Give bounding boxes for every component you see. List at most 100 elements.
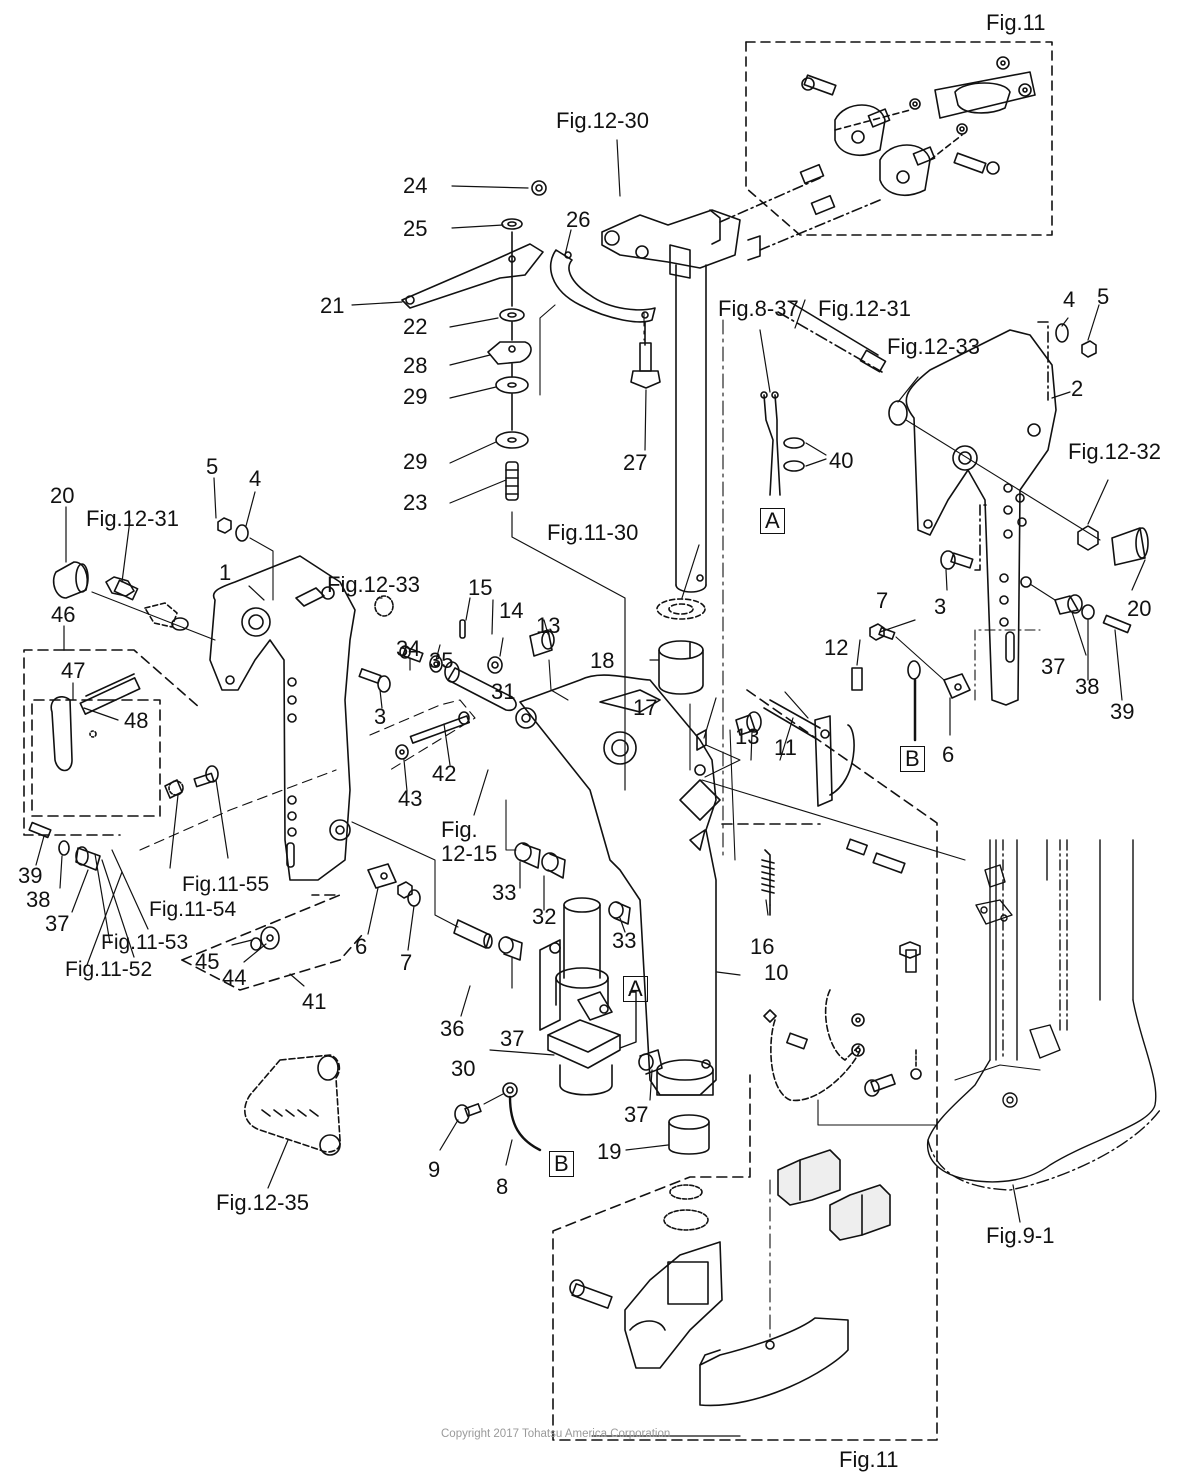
ref-fig12-33-left[interactable]: Fig.12-33 bbox=[327, 572, 420, 597]
part-label-21[interactable]: 21 bbox=[320, 293, 345, 318]
part-label-14[interactable]: 14 bbox=[499, 598, 524, 623]
part-label-1[interactable]: 1 bbox=[219, 560, 232, 585]
part-label-15[interactable]: 15 bbox=[468, 575, 493, 600]
swivel-shaft bbox=[675, 264, 707, 593]
part-label-6[interactable]: 6 bbox=[942, 742, 955, 767]
part-label-22[interactable]: 22 bbox=[403, 314, 428, 339]
connector-marker-a[interactable]: A bbox=[760, 508, 785, 534]
part-label-37[interactable]: 37 bbox=[500, 1026, 525, 1051]
connector-marker-b[interactable]: B bbox=[549, 1151, 574, 1177]
part-label-33[interactable]: 33 bbox=[612, 928, 637, 953]
part-label-40[interactable]: 40 bbox=[829, 448, 854, 473]
ref-fig12-30[interactable]: Fig.12-30 bbox=[556, 108, 649, 133]
part-label-12[interactable]: 12 bbox=[824, 635, 849, 660]
part-label-37[interactable]: 37 bbox=[1041, 654, 1066, 679]
part-label-42[interactable]: 42 bbox=[432, 761, 457, 786]
right-cap-and-nut bbox=[1077, 525, 1149, 566]
part-label-11[interactable]: 11 bbox=[774, 735, 797, 760]
part-label-5[interactable]: 5 bbox=[1097, 284, 1110, 309]
ref-fig12-31-right[interactable]: Fig.12-31 bbox=[818, 296, 911, 321]
part-label-7[interactable]: 7 bbox=[876, 588, 889, 613]
ref-fig12-35[interactable]: Fig.12-35 bbox=[216, 1190, 309, 1215]
part-label-7[interactable]: 7 bbox=[400, 950, 413, 975]
ref-fig11-55[interactable]: Fig.11-55 bbox=[182, 873, 270, 896]
bolt-3-right bbox=[940, 504, 991, 571]
left-cap-and-tube bbox=[52, 517, 274, 641]
part-label-46[interactable]: 46 bbox=[51, 602, 76, 627]
part-label-20[interactable]: 20 bbox=[50, 483, 75, 508]
ref-fig12-31-left[interactable]: Fig.12-31 bbox=[86, 506, 179, 531]
part-label-13[interactable]: 13 bbox=[536, 613, 561, 638]
part-label-17[interactable]: 17 bbox=[633, 695, 658, 720]
part-label-9[interactable]: 9 bbox=[428, 1157, 441, 1182]
part-label-36[interactable]: 36 bbox=[440, 1016, 465, 1041]
lower-dashed-box bbox=[552, 689, 938, 1441]
part-label-26[interactable]: 26 bbox=[566, 207, 591, 232]
part-label-38[interactable]: 38 bbox=[1075, 674, 1100, 699]
ref-fig11-52[interactable]: Fig.11-52 bbox=[65, 958, 153, 981]
leader-lines bbox=[35, 139, 1146, 1437]
lock-parts bbox=[139, 765, 337, 851]
tilt-arc-plate bbox=[539, 249, 656, 396]
part-label-5[interactable]: 5 bbox=[206, 454, 219, 479]
part-label-10[interactable]: 10 bbox=[764, 960, 789, 985]
part-label-37[interactable]: 37 bbox=[624, 1102, 649, 1127]
fig11-top-dashed-box bbox=[745, 41, 1053, 236]
bushing-19 bbox=[668, 1114, 710, 1155]
part-label-28[interactable]: 28 bbox=[403, 353, 428, 378]
part-label-3[interactable]: 3 bbox=[934, 594, 947, 619]
ref-fig11-30[interactable]: Fig.11-30 bbox=[547, 520, 639, 545]
part-label-6[interactable]: 6 bbox=[355, 934, 368, 959]
part-label-41[interactable]: 41 bbox=[302, 989, 327, 1014]
connector-marker-a[interactable]: A bbox=[623, 976, 648, 1002]
ref-fig12-15[interactable]: Fig. bbox=[441, 817, 478, 842]
tilt-handle-fig12-35 bbox=[244, 1054, 341, 1156]
part-label-16[interactable]: 16 bbox=[750, 934, 775, 959]
part-label-30[interactable]: 30 bbox=[451, 1056, 476, 1081]
bolt-27 bbox=[630, 342, 661, 389]
part-label-31[interactable]: 31 bbox=[491, 679, 516, 704]
part-label-39[interactable]: 39 bbox=[18, 863, 43, 888]
part-label-29[interactable]: 29 bbox=[403, 449, 428, 474]
part-label-25[interactable]: 25 bbox=[403, 216, 428, 241]
rubber-mounts bbox=[777, 1149, 891, 1241]
part-label-44[interactable]: 44 bbox=[222, 965, 247, 990]
part-label-4[interactable]: 4 bbox=[1063, 287, 1076, 312]
part-label-13[interactable]: 13 bbox=[735, 724, 760, 749]
connector-marker-b[interactable]: B bbox=[900, 746, 925, 772]
part-label-33[interactable]: 33 bbox=[492, 880, 517, 905]
part-label-8[interactable]: 8 bbox=[496, 1174, 509, 1199]
part-label-38[interactable]: 38 bbox=[26, 887, 51, 912]
part-label-20[interactable]: 20 bbox=[1127, 596, 1152, 621]
part-label-18[interactable]: 18 bbox=[590, 648, 615, 673]
figure-title-fig11[interactable]: Fig.11 bbox=[986, 10, 1046, 35]
right-nut-washer bbox=[1037, 321, 1097, 401]
ref-fig11-54[interactable]: Fig.11-54 bbox=[149, 898, 237, 921]
part-label-43[interactable]: 43 bbox=[398, 786, 423, 811]
ref-fig12-15-number[interactable]: 12-15 bbox=[441, 841, 498, 866]
part-label-19[interactable]: 19 bbox=[597, 1139, 622, 1164]
ref-fig12-32[interactable]: Fig.12-32 bbox=[1068, 439, 1161, 464]
part-label-32[interactable]: 32 bbox=[532, 904, 557, 929]
part-label-39[interactable]: 39 bbox=[1110, 699, 1135, 724]
ref-fig12-33-right[interactable]: Fig.12-33 bbox=[887, 334, 980, 359]
part-label-4[interactable]: 4 bbox=[249, 466, 262, 491]
part-label-2[interactable]: 2 bbox=[1071, 376, 1084, 401]
ref-fig11-53[interactable]: Fig.11-53 bbox=[101, 931, 189, 954]
part-label-37[interactable]: 37 bbox=[45, 911, 70, 936]
part-label-23[interactable]: 23 bbox=[403, 490, 428, 515]
left-anode-and-ground bbox=[181, 863, 421, 991]
part-label-24[interactable]: 24 bbox=[403, 173, 428, 198]
part-label-45[interactable]: 45 bbox=[195, 949, 220, 974]
part-label-27[interactable]: 27 bbox=[623, 450, 648, 475]
part-label-47[interactable]: 47 bbox=[61, 658, 86, 683]
part-label-34[interactable]: 34 bbox=[396, 636, 421, 661]
ref-fig8-37[interactable]: Fig.8-37 bbox=[718, 296, 799, 321]
figure-footer-fig11: Fig.11 bbox=[839, 1447, 899, 1472]
part-label-48[interactable]: 48 bbox=[124, 708, 149, 733]
part-label-35[interactable]: 35 bbox=[429, 648, 454, 673]
part-label-3[interactable]: 3 bbox=[374, 704, 387, 729]
part-label-29[interactable]: 29 bbox=[403, 384, 428, 409]
ground-strap bbox=[454, 1082, 542, 1152]
ref-fig9-1[interactable]: Fig.9-1 bbox=[986, 1223, 1055, 1248]
